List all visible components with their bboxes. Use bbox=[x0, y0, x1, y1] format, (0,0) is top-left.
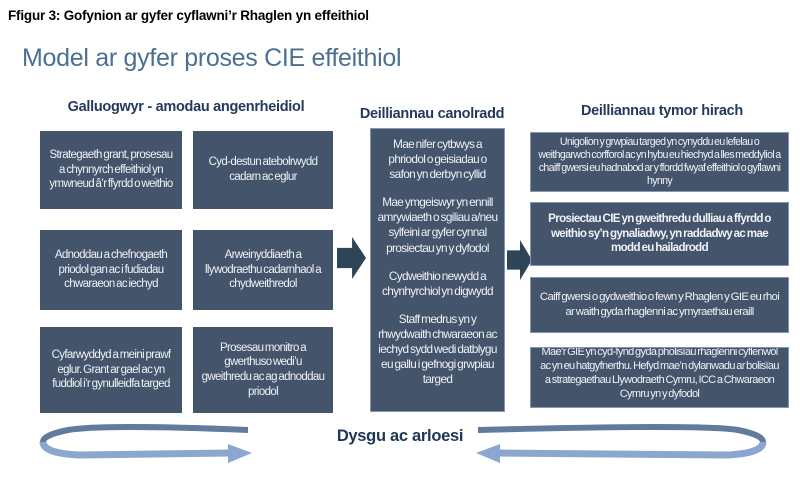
column-header-enablers: Galluogwyr - amodau angenrheidiol bbox=[67, 99, 305, 115]
longer-term-box-individuals: Unigolion y grwpiau targed yn cynyddu eu… bbox=[530, 132, 789, 192]
figure-caption: Ffigur 3: Gofynion ar gyfer cyflawni’r R… bbox=[8, 8, 369, 23]
loop-arrow-right-icon bbox=[476, 424, 767, 463]
intermediate-paragraph: Mae ymgeiswyr yn ennill amrywiaeth o sgi… bbox=[377, 195, 498, 255]
enabler-box-accountability: Cyd-destun atebolrwydd cadarn ac eglur bbox=[193, 131, 333, 209]
intermediate-outcomes-box: Mae nifer cytbwys a phriodol o geisiadau… bbox=[370, 128, 505, 412]
longer-term-box-lessons: Caiff gwersi o gydweithio o fewn y Rhagl… bbox=[530, 277, 789, 333]
longer-term-policy-text: Mae’r GIE yn cyd-fynd gyda pholisïau rha… bbox=[540, 347, 779, 401]
enabler-box-leadership: Arweinyddiaeth a llywodraethu cadarnhaol… bbox=[193, 230, 333, 310]
enabler-box-monitoring: Prosesau monitro a gwerthuso wedi’u gwei… bbox=[193, 327, 333, 413]
flow-arrow-icon bbox=[507, 240, 532, 280]
column-header-longer-term: Deilliannau tymor hirach bbox=[580, 103, 743, 119]
longer-term-box-projects: Prosiectau CIE yn gweithredu dulliau a f… bbox=[530, 202, 789, 266]
loop-arrow-left-icon bbox=[39, 424, 252, 463]
enabler-box-strategy: Strategaeth grant, prosesau a chynnyrch … bbox=[40, 131, 182, 209]
intermediate-paragraph: Mae nifer cytbwys a phriodol o geisiadau… bbox=[388, 137, 487, 182]
intermediate-paragraph: Cydweithio newydd a chynhyrchiol yn digw… bbox=[382, 268, 494, 298]
flow-arrow-icon bbox=[337, 237, 366, 279]
diagram-title: Model ar gyfer proses CIE effeithiol bbox=[22, 44, 402, 72]
longer-term-box-policy: Mae’r GIE yn cyd-fynd gyda pholisïau rha… bbox=[530, 347, 789, 408]
intermediate-paragraph: Staff medrus yn y rhwydwaith chwaraeon a… bbox=[378, 311, 497, 387]
enabler-box-guidance: Cyfarwyddyd a meini prawf eglur. Grant a… bbox=[40, 327, 182, 413]
enabler-box-resources: Adnoddau a chefnogaeth priodol gan ac i … bbox=[40, 230, 182, 310]
learning-loop-label: Dysgu ac arloesi bbox=[336, 427, 464, 445]
column-header-intermediate: Deilliannau canolradd bbox=[359, 106, 505, 122]
